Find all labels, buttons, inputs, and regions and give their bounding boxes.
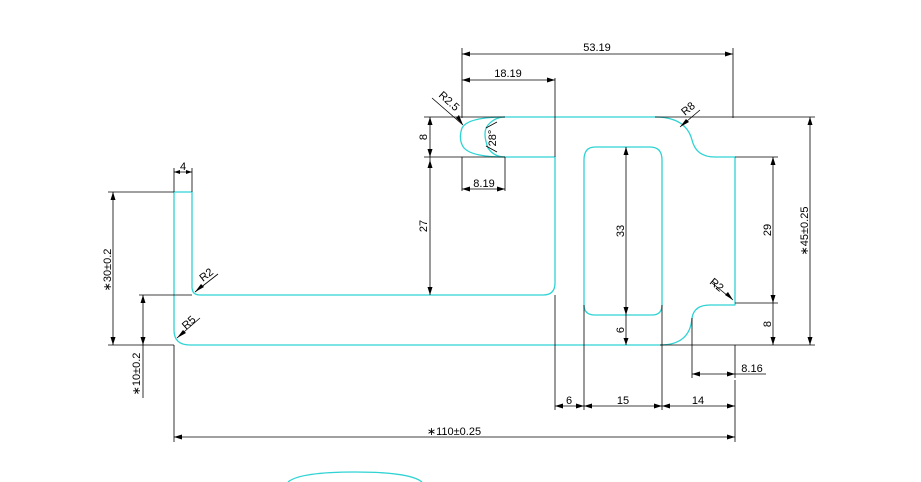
dim-overall-height: ∗45±0.25 [799, 207, 811, 256]
dim-left-upright-width: 4 [180, 161, 186, 173]
dim-window-height: 33 [615, 225, 627, 237]
part-profile [173, 116, 736, 482]
dim-overall-length: ∗110±0.25 [427, 426, 481, 438]
dim-base-height: ∗10±0.2 [131, 353, 143, 396]
lower-fragment-arc [287, 471, 423, 482]
dim-slot-offset: 18.19 [494, 68, 522, 80]
dimension-lines [108, 48, 815, 442]
dim-window-width: 15 [617, 395, 629, 407]
dim-radius-inner-left: R2 [197, 266, 215, 284]
dim-slot-depth: 8.19 [473, 178, 494, 190]
dim-left-height: ∗30±0.2 [102, 249, 114, 292]
dim-slot-angle: 28° [487, 130, 499, 147]
dim-right-bottom: 8 [762, 321, 774, 327]
dim-radius-outer-left: R5 [180, 314, 198, 332]
dim-slot-height: 8 [418, 134, 430, 140]
dimension-labels: 53.19 18.19 R2.5 28° R8 8 27 8.19 4 ∗30±… [102, 42, 811, 438]
dim-bottom-left-gap: 6 [566, 395, 572, 407]
dim-radius-slot: R2.5 [436, 89, 461, 113]
dim-mid-height: 27 [418, 220, 430, 232]
dim-right-height: 29 [762, 224, 774, 236]
dim-top-width: 53.19 [583, 42, 611, 54]
dim-right-leg: 14 [692, 395, 704, 407]
dim-radius-top-right: R8 [679, 100, 697, 118]
dim-lug-length: 8.16 [741, 363, 762, 375]
dim-window-bottom: 6 [615, 327, 627, 333]
slot-left-curve [459, 116, 506, 158]
inner-window [583, 146, 663, 316]
outer-contour [173, 116, 736, 346]
